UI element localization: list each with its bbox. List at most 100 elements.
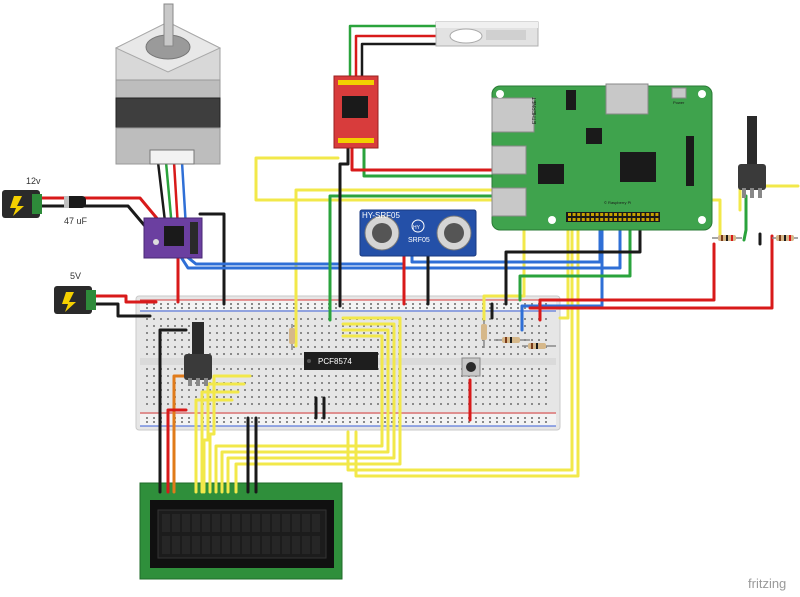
breadboard-hole bbox=[181, 403, 183, 405]
breadboard-hole bbox=[300, 303, 302, 305]
breadboard-hole bbox=[223, 307, 225, 309]
breadboard-hole bbox=[405, 368, 407, 370]
breadboard-hole bbox=[454, 375, 456, 377]
breadboard-hole bbox=[153, 382, 155, 384]
lcd-display bbox=[139, 482, 343, 580]
wire-green-1 bbox=[518, 220, 632, 302]
ultrasonic-sublabel: SRF05 bbox=[408, 237, 430, 244]
lcd-cell bbox=[212, 536, 220, 554]
wire-black-hx bbox=[338, 146, 350, 308]
breadboard-hole bbox=[335, 346, 337, 348]
breadboard-hole bbox=[419, 375, 421, 377]
breadboard-hole bbox=[286, 375, 288, 377]
breadboard-hole bbox=[293, 307, 295, 309]
breadboard-hole bbox=[454, 346, 456, 348]
breadboard-hole bbox=[307, 325, 309, 327]
breadboard-hole bbox=[216, 403, 218, 405]
breadboard-hole bbox=[244, 421, 246, 423]
breadboard-hole bbox=[503, 375, 505, 377]
breadboard-hole bbox=[286, 307, 288, 309]
breadboard-hole bbox=[342, 382, 344, 384]
lcd-cell bbox=[262, 514, 270, 532]
breadboard-hole bbox=[363, 332, 365, 334]
breadboard-hole bbox=[370, 403, 372, 405]
breadboard-hole bbox=[272, 403, 274, 405]
breadboard-hole bbox=[251, 396, 253, 398]
breadboard-hole bbox=[258, 325, 260, 327]
breadboard-hole bbox=[447, 325, 449, 327]
breadboard-hole bbox=[328, 382, 330, 384]
breadboard-hole bbox=[377, 403, 379, 405]
breadboard-hole bbox=[153, 303, 155, 305]
breadboard-hole bbox=[503, 307, 505, 309]
gpio-pin bbox=[568, 218, 571, 221]
breadboard-hole bbox=[230, 332, 232, 334]
breadboard-hole bbox=[489, 396, 491, 398]
breadboard-hole bbox=[531, 339, 533, 341]
breadboard-hole bbox=[258, 346, 260, 348]
breadboard-hole bbox=[475, 403, 477, 405]
breadboard-hole bbox=[223, 368, 225, 370]
breadboard-hole bbox=[251, 303, 253, 305]
breadboard-hole bbox=[181, 389, 183, 391]
breadboard-hole bbox=[265, 375, 267, 377]
breadboard-hole bbox=[503, 389, 505, 391]
breadboard-hole bbox=[503, 303, 505, 305]
breadboard-hole bbox=[167, 396, 169, 398]
breadboard-hole bbox=[216, 339, 218, 341]
breadboard-hole bbox=[265, 332, 267, 334]
breadboard-hole bbox=[349, 339, 351, 341]
breadboard-hole bbox=[167, 382, 169, 384]
breadboard-hole bbox=[349, 325, 351, 327]
lcd-character-cells bbox=[162, 514, 320, 554]
breadboard-hole bbox=[531, 332, 533, 334]
breadboard-hole bbox=[146, 403, 148, 405]
gpio-pin bbox=[650, 218, 654, 221]
rpi-copyright-label: © Raspberry Pi bbox=[604, 200, 631, 205]
gpio-pin bbox=[632, 218, 636, 221]
lcd-cell bbox=[162, 536, 170, 554]
ultrasonic-sensor: HY-SRF05 HY SRF05 bbox=[359, 209, 477, 257]
breadboard-hole bbox=[419, 303, 421, 305]
label-12v: 12v bbox=[26, 176, 41, 186]
breadboard-hole bbox=[307, 375, 309, 377]
breadboard-hole bbox=[342, 389, 344, 391]
breadboard-hole bbox=[209, 303, 211, 305]
breadboard-hole bbox=[405, 375, 407, 377]
breadboard-hole bbox=[321, 303, 323, 305]
lcd-cell bbox=[182, 536, 190, 554]
lcd-cell bbox=[272, 514, 280, 532]
lcd-cell bbox=[302, 536, 310, 554]
breadboard-hole bbox=[384, 368, 386, 370]
breadboard-hole bbox=[286, 346, 288, 348]
rpi-power-label: Power bbox=[673, 100, 685, 105]
breadboard-hole bbox=[377, 375, 379, 377]
breadboard-hole bbox=[223, 353, 225, 355]
breadboard-hole bbox=[377, 307, 379, 309]
breadboard-hole bbox=[356, 375, 358, 377]
breadboard-hole bbox=[384, 375, 386, 377]
lcd-cell bbox=[212, 514, 220, 532]
breadboard-hole bbox=[391, 353, 393, 355]
breadboard-hole bbox=[538, 353, 540, 355]
lcd-cell bbox=[192, 514, 200, 532]
breadboard-hole bbox=[405, 421, 407, 423]
breadboard-hole bbox=[524, 368, 526, 370]
breadboard-hole bbox=[475, 307, 477, 309]
lcd-cell bbox=[232, 514, 240, 532]
gpio-pin bbox=[600, 218, 604, 221]
breadboard-hole bbox=[237, 389, 239, 391]
breadboard-hole bbox=[181, 346, 183, 348]
breadboard-hole bbox=[384, 353, 386, 355]
lcd-cell bbox=[202, 514, 210, 532]
breadboard-hole bbox=[538, 389, 540, 391]
breadboard-hole bbox=[335, 396, 337, 398]
breadboard-hole bbox=[377, 325, 379, 327]
breadboard-hole bbox=[258, 389, 260, 391]
breadboard-hole bbox=[426, 339, 428, 341]
breadboard-hole bbox=[272, 339, 274, 341]
breadboard-hole bbox=[503, 318, 505, 320]
wire-yellow-2 bbox=[558, 220, 570, 320]
breadboard-hole bbox=[419, 346, 421, 348]
lcd-cell bbox=[282, 514, 290, 532]
